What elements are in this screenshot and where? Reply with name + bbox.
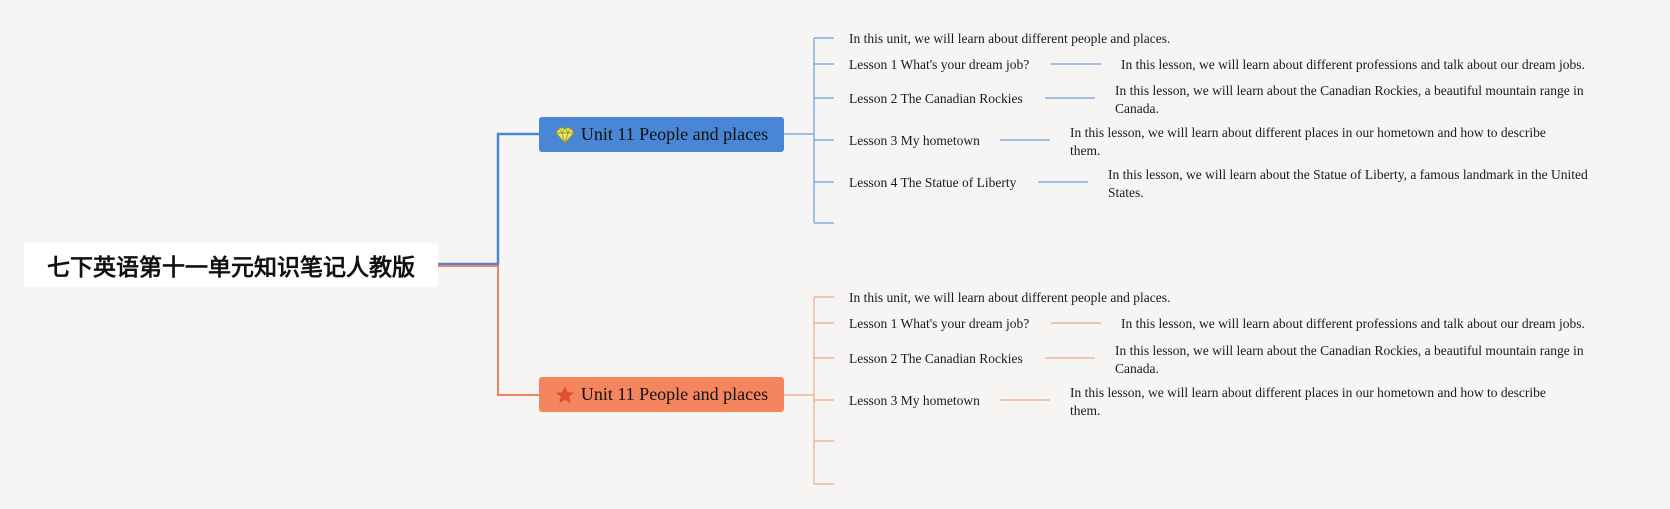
branch-topic-unit-11-orange[interactable]: Unit 11 People and places — [539, 377, 784, 412]
branch-topic-label: Unit 11 People and places — [580, 124, 769, 144]
lesson-3-desc[interactable]: In this lesson, we will learn about diff… — [1070, 125, 1546, 158]
lesson-2-node[interactable]: Lesson 2 The Canadian Rockies — [849, 351, 1023, 366]
root-topic[interactable]: 七下英语第十一单元知识笔记人教版 — [24, 243, 438, 287]
lesson-1-node[interactable]: Lesson 1 What's your dream job? — [849, 316, 1030, 331]
branch-topic-label: Unit 11 People and places — [580, 384, 769, 404]
lesson-3-node[interactable]: Lesson 3 My hometown — [849, 393, 980, 408]
root-topic-label: 七下英语第十一单元知识笔记人教版 — [47, 255, 415, 281]
lesson-4-desc[interactable]: In this lesson, we will learn about the … — [1108, 167, 1588, 200]
lesson-1-desc[interactable]: In this lesson, we will learn about diff… — [1121, 57, 1585, 72]
branch-topic-unit-11-blue[interactable]: Unit 11 People and places — [539, 117, 784, 152]
intro-node[interactable]: In this unit, we will learn about differ… — [849, 31, 1171, 46]
lesson-1-node[interactable]: Lesson 1 What's your dream job? — [849, 57, 1030, 72]
gem-icon — [555, 125, 575, 145]
intro-node[interactable]: In this unit, we will learn about differ… — [849, 290, 1171, 305]
lesson-2-desc[interactable]: In this lesson, we will learn about the … — [1115, 83, 1584, 116]
lesson-2-node[interactable]: Lesson 2 The Canadian Rockies — [849, 91, 1023, 106]
star-icon — [555, 385, 575, 405]
lesson-3-node[interactable]: Lesson 3 My hometown — [849, 133, 980, 148]
lesson-4-node[interactable]: Lesson 4 The Statue of Liberty — [849, 175, 1017, 190]
lesson-3-desc[interactable]: In this lesson, we will learn about diff… — [1070, 385, 1546, 418]
lesson-2-desc[interactable]: In this lesson, we will learn about the … — [1115, 343, 1584, 376]
lesson-1-desc[interactable]: In this lesson, we will learn about diff… — [1121, 316, 1585, 331]
